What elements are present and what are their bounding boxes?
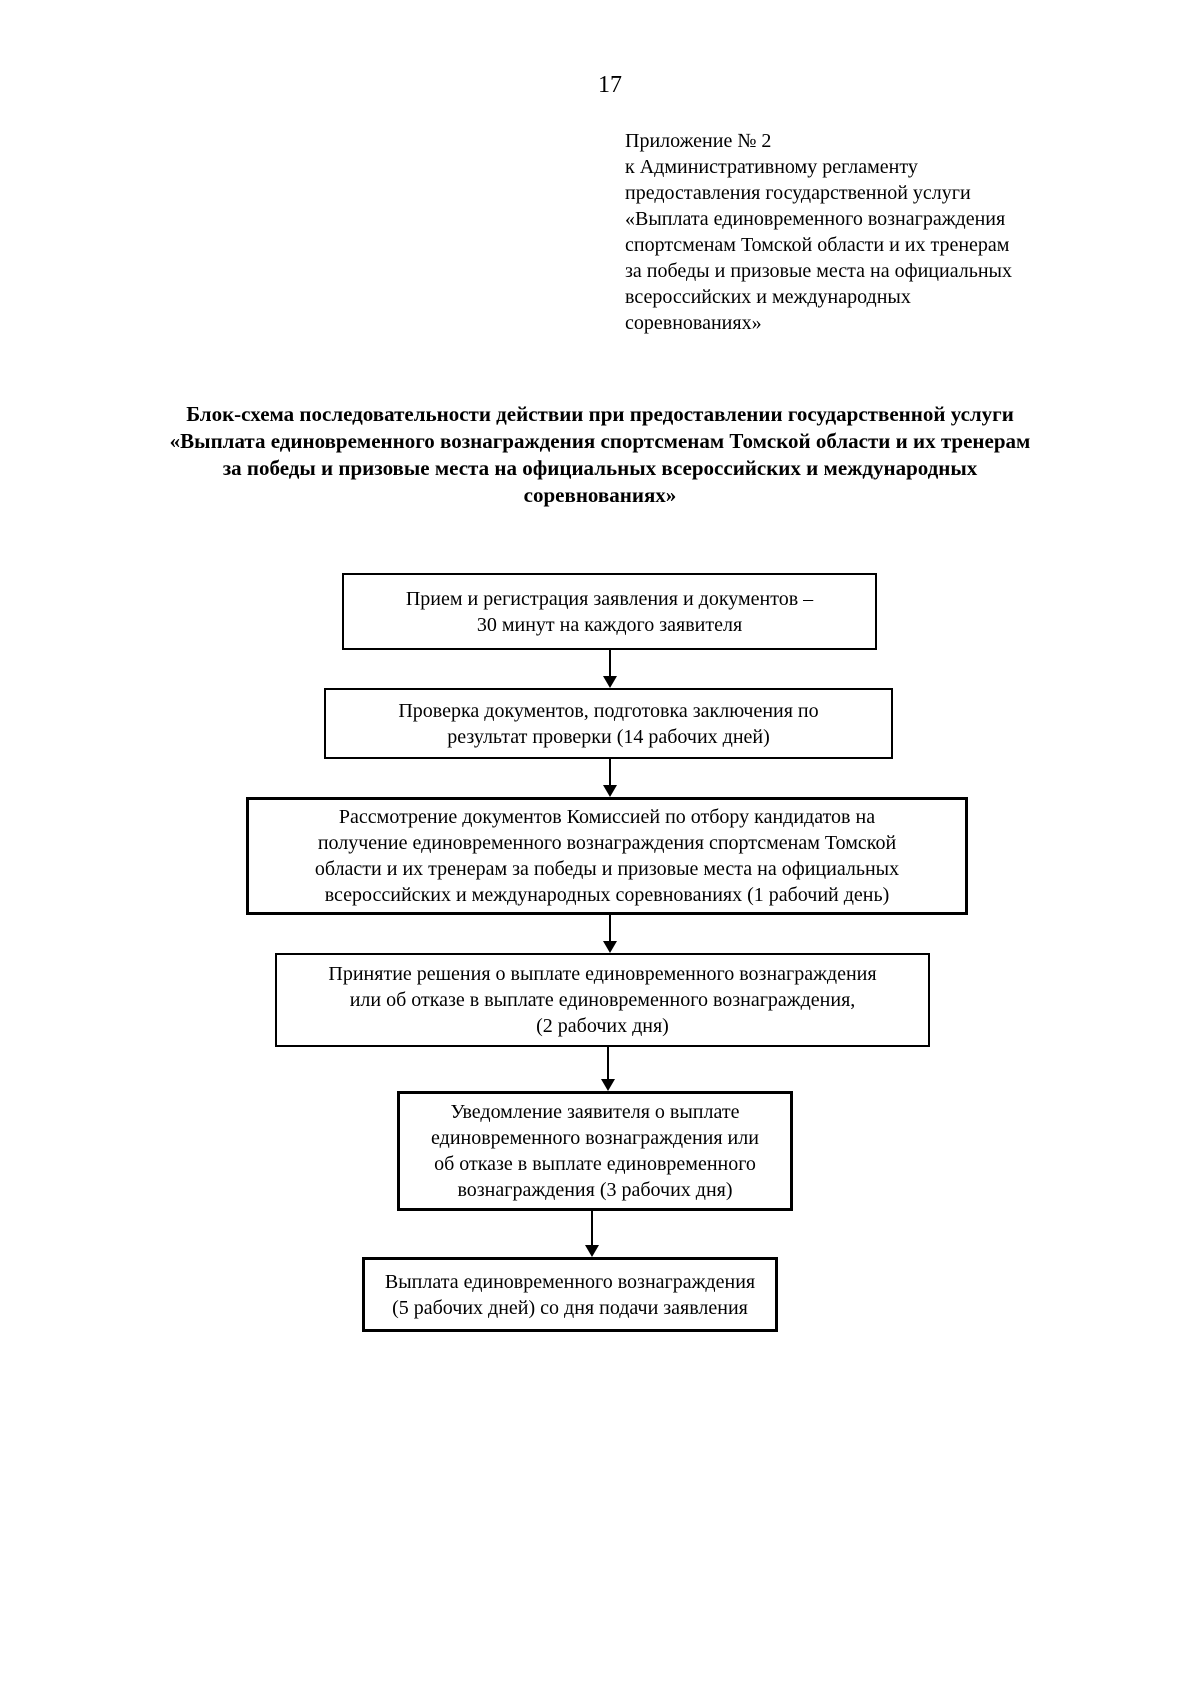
appendix-line: к Административному регламенту — [625, 156, 918, 178]
appendix-line: «Выплата единовременного вознаграждения — [625, 208, 1006, 230]
arrow-head — [603, 676, 617, 688]
appendix-line: соревнованиях» — [625, 312, 762, 334]
arrow-head — [603, 785, 617, 797]
flow-step-label: Уведомление заявителя о выплате — [450, 1101, 740, 1123]
flow-step-document-check: Проверка документов, подготовка заключен… — [324, 688, 893, 759]
arrow-shaft — [591, 1211, 593, 1246]
flow-step-label: 30 минут на каждого заявителя — [476, 613, 743, 636]
arrow-head — [585, 1245, 599, 1257]
appendix-reference-block: Приложение № 2 к Административному регла… — [625, 128, 1105, 336]
flow-step-commission-review: Рассмотрение документов Комиссией по отб… — [246, 797, 968, 915]
arrow-shaft — [607, 1047, 609, 1080]
document-title-line: за победы и призовые места на официальны… — [222, 456, 978, 480]
appendix-line: спортсменам Томской области и их тренера… — [625, 234, 1010, 256]
document-title-line: Блок-схема последовательности действии п… — [186, 402, 1014, 426]
arrow-shaft — [609, 915, 611, 942]
arrow-down-icon — [603, 759, 617, 797]
flow-step-decision: Принятие решения о выплате единовременно… — [275, 953, 930, 1047]
flow-step-label: единовременного вознаграждения или — [431, 1127, 759, 1149]
flow-step-label: результат проверки (14 рабочих дней) — [447, 725, 770, 748]
flow-step-notification: Уведомление заявителя о выплате единовре… — [397, 1091, 793, 1211]
flow-step-label: области и их тренерам за победы и призов… — [314, 858, 900, 880]
arrow-head — [601, 1079, 615, 1091]
document-title-line: «Выплата единовременного вознаграждения … — [169, 429, 1031, 453]
arrow-down-icon — [603, 915, 617, 953]
flow-step-label: Прием и регистрация заявления и документ… — [405, 587, 814, 610]
flow-step-label: Принятие решения о выплате единовременно… — [328, 963, 877, 985]
flow-step-label: об отказе в выплате единовременного — [434, 1153, 756, 1175]
flow-step-label: всероссийских и международных соревнован… — [324, 884, 890, 906]
flow-step-label: (5 рабочих дней) со дня подачи заявления — [392, 1296, 748, 1319]
arrow-shaft — [609, 650, 611, 677]
arrow-head — [603, 941, 617, 953]
appendix-line: предоставления государственной услуги — [625, 182, 971, 204]
document-title-line: соревнованиях» — [523, 483, 677, 507]
flow-step-label: Выплата единовременного вознаграждения — [384, 1270, 756, 1293]
arrow-down-icon — [601, 1047, 615, 1091]
page-number: 17 — [598, 72, 622, 98]
flow-step-payment: Выплата единовременного вознаграждения (… — [362, 1257, 778, 1332]
flow-step-label: Проверка документов, подготовка заключен… — [398, 699, 819, 722]
arrow-down-icon — [603, 650, 617, 688]
appendix-line: всероссийских и международных — [625, 286, 911, 308]
arrow-shaft — [609, 759, 611, 786]
arrow-down-icon — [585, 1211, 599, 1257]
flow-step-label: Рассмотрение документов Комиссией по отб… — [338, 806, 876, 828]
appendix-line: за победы и призовые места на официальны… — [625, 260, 1012, 282]
flow-step-label: получение единовременного вознаграждения… — [317, 832, 897, 854]
flow-step-label: (2 рабочих дня) — [536, 1015, 669, 1037]
flow-step-reception: Прием и регистрация заявления и документ… — [342, 573, 877, 650]
flow-step-label: или об отказе в выплате единовременного … — [349, 989, 856, 1011]
document-title: Блок-схема последовательности действии п… — [0, 401, 1200, 509]
appendix-line: Приложение № 2 — [625, 130, 772, 152]
flow-step-label: вознаграждения (3 рабочих дня) — [457, 1179, 733, 1201]
